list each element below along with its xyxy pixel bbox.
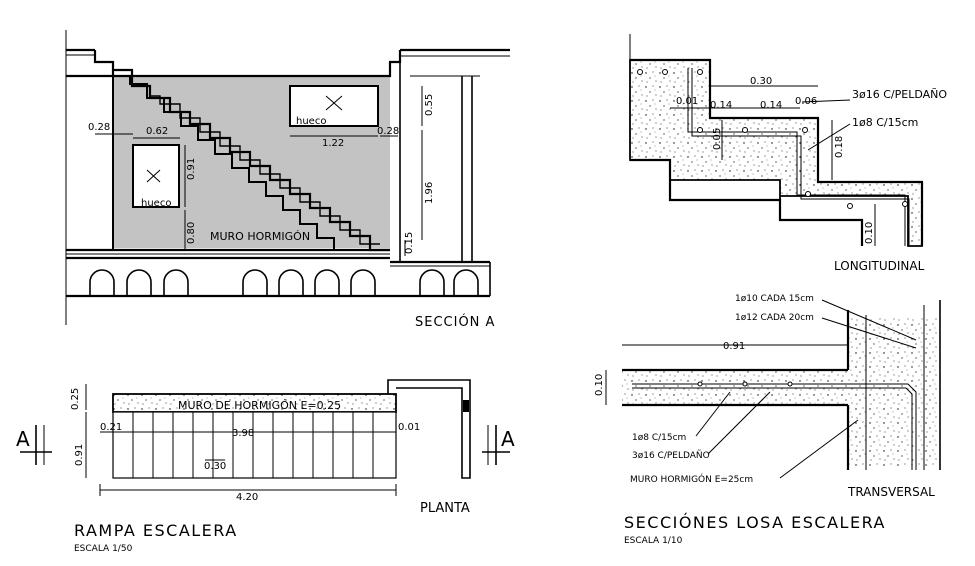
long-dim-010: 0.10 [864, 222, 875, 244]
dim-055: 0.55 [424, 94, 435, 116]
trans-dim-091: 0.91 [723, 341, 745, 352]
transversal-section: 0.91 0.10 1ø10 CADA 15cm 1ø12 CADA 20cm … [594, 294, 941, 546]
dim-091: 0.91 [186, 158, 197, 180]
planta-dim-001: 0.01 [398, 422, 420, 433]
long-dim-001: 0.01 [676, 96, 698, 107]
planta-dim-398: 3.98 [232, 428, 254, 439]
rampa-title: RAMPA ESCALERA [74, 521, 238, 540]
planta-step-lines [132, 412, 374, 478]
dim-028-right: 0.28 [377, 126, 399, 137]
transversal-title: TRANSVERSAL [847, 485, 935, 499]
opening-right [289, 85, 379, 127]
section-a-title: SECCIÓN A [415, 314, 495, 330]
planta-dim-091: 0.91 [74, 444, 85, 466]
trans-muro-label: MURO HORMIGÓN E=25cm [630, 473, 753, 485]
planta-dim-021: 0.21 [100, 422, 122, 433]
planta-dim-025: 0.25 [70, 388, 81, 410]
rampa-scale: ESCALA 1/50 [74, 544, 133, 554]
planta-dim-420: 4.20 [236, 492, 258, 503]
planta-dim-030: 0.30 [204, 461, 226, 472]
transversal-rebars [697, 381, 793, 387]
dim-028-left: 0.28 [88, 122, 110, 133]
secciones-scale: ESCALA 1/10 [624, 536, 683, 546]
dim-122: 1.22 [322, 138, 344, 149]
trans-dim-010: 0.10 [594, 374, 605, 396]
longitudinal-title: LONGITUDINAL [834, 259, 925, 273]
dim-062: 0.62 [146, 126, 168, 137]
section-marker-left: A [16, 427, 30, 451]
dim-080: 0.80 [186, 222, 197, 244]
hueco-label-right: hueco [296, 116, 326, 127]
section-a-drawing: hueco hueco [65, 30, 510, 330]
planta-wall-label: MURO DE HORMIGÓN E=0.25 [178, 399, 341, 412]
long-dim-006: 0.06 [795, 96, 817, 107]
stair-steps-lower [138, 85, 380, 245]
secciones-title: SECCIÓNES LOSA ESCALERA [624, 513, 886, 532]
planta-drawing: 0.25 0.21 3.98 0.01 0.91 0.30 4.20 MURO … [16, 379, 515, 554]
long-dim-030: 0.30 [750, 76, 772, 87]
dim-015: 0.15 [404, 232, 415, 254]
muro-hormigon-label: MURO HORMIGÓN [210, 230, 310, 243]
opening-left [132, 144, 180, 208]
trans-rebar-3-label: 1ø8 C/15cm [632, 433, 686, 443]
long-rebar-top-label: 3ø16 C/PELDAÑO [852, 88, 947, 101]
long-dim-018: 0.18 [834, 136, 845, 158]
section-marker-right: A [501, 427, 515, 451]
trans-rebar-1-label: 1ø10 CADA 15cm [735, 294, 814, 304]
long-dim-005: 0.05 [712, 128, 723, 150]
dim-196: 1.96 [424, 182, 435, 204]
transversal-wall [848, 318, 940, 466]
planta-title: PLANTA [420, 501, 470, 516]
planta-door-jamb [463, 400, 469, 412]
long-rebar-bottom-label: 1ø8 C/15cm [852, 116, 918, 129]
trans-rebar-4-label: 3ø16 C/PELDAÑO [632, 450, 710, 461]
trans-rebar-2-label: 1ø12 CADA 20cm [735, 313, 814, 323]
longitudinal-section: 0.30 0.01 0.14 0.14 0.06 0.05 0.18 0.10 … [629, 34, 947, 273]
foundation-arches [89, 269, 479, 296]
long-dim-014a: 0.14 [710, 100, 732, 111]
longitudinal-rebars [637, 69, 908, 209]
long-dim-014b: 0.14 [760, 100, 782, 111]
planta-stair-steps [112, 411, 397, 479]
hueco-label-left: hueco [141, 198, 171, 209]
